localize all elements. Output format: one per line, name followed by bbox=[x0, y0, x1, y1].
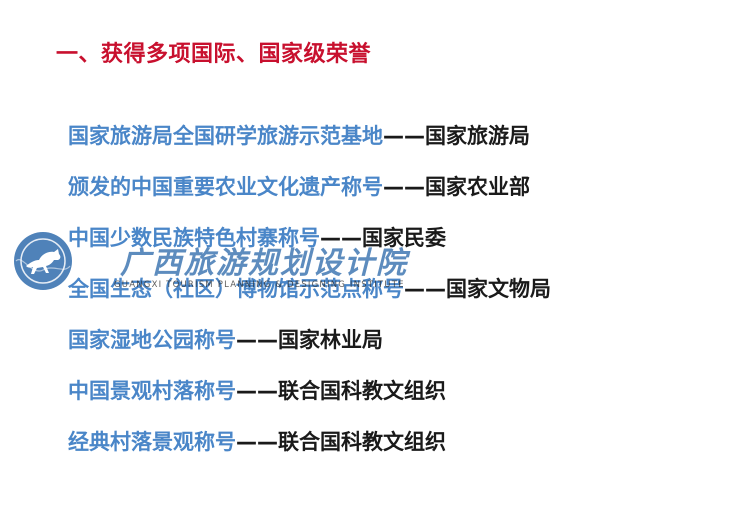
honor-name: 颁发的中国重要农业文化遗产称号 bbox=[68, 175, 383, 199]
honor-name: 经典村落景观称号 bbox=[68, 430, 236, 454]
honor-separator: —— bbox=[236, 430, 278, 454]
horse-logo-icon bbox=[14, 232, 72, 290]
honor-item: 国家旅游局全国研学旅游示范基地——国家旅游局 bbox=[68, 118, 728, 169]
honor-name: 中国景观村落称号 bbox=[68, 379, 236, 403]
honor-separator: —— bbox=[320, 226, 362, 250]
honor-org: 国家农业部 bbox=[425, 175, 530, 199]
slide-title: 一、获得多项国际、国家级荣誉 bbox=[56, 42, 372, 67]
honor-item: 颁发的中国重要农业文化遗产称号——国家农业部 bbox=[68, 169, 728, 220]
honor-org: 联合国科教文组织 bbox=[278, 379, 446, 403]
honor-name: 国家湿地公园称号 bbox=[68, 328, 236, 352]
honor-org: 国家林业局 bbox=[278, 328, 383, 352]
honor-list: 国家旅游局全国研学旅游示范基地——国家旅游局 颁发的中国重要农业文化遗产称号——… bbox=[68, 118, 728, 475]
honor-name: 全国生态（社区）博物馆示范点称号 bbox=[68, 277, 404, 301]
honor-separator: —— bbox=[383, 124, 425, 148]
honor-item: 国家湿地公园称号——国家林业局 bbox=[68, 322, 728, 373]
honor-separator: —— bbox=[236, 379, 278, 403]
honor-org: 国家旅游局 bbox=[425, 124, 530, 148]
honor-name: 中国少数民族特色村寨称号 bbox=[68, 226, 320, 250]
honor-name: 国家旅游局全国研学旅游示范基地 bbox=[68, 124, 383, 148]
honor-org: 联合国科教文组织 bbox=[278, 430, 446, 454]
honor-item: 中国景观村落称号——联合国科教文组织 bbox=[68, 373, 728, 424]
honor-org: 国家文物局 bbox=[446, 277, 551, 301]
honor-item: 全国生态（社区）博物馆示范点称号——国家文物局 bbox=[68, 271, 728, 322]
honor-separator: —— bbox=[404, 277, 446, 301]
honor-separator: —— bbox=[383, 175, 425, 199]
honor-separator: —— bbox=[236, 328, 278, 352]
honor-item: 中国少数民族特色村寨称号——国家民委 bbox=[68, 220, 728, 271]
honor-item: 经典村落景观称号——联合国科教文组织 bbox=[68, 424, 728, 475]
honor-org: 国家民委 bbox=[362, 226, 446, 250]
